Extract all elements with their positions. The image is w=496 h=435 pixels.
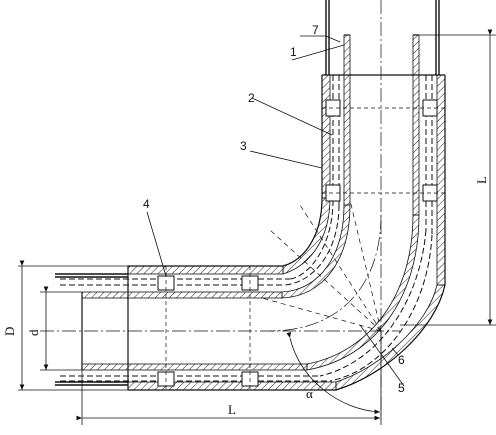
clamp-blocks — [157, 99, 438, 387]
label-part-4: 4 — [143, 197, 150, 211]
sleeve-wall-hatch — [127, 74, 446, 391]
label-part-3: 3 — [240, 139, 247, 153]
center-lines — [40, 0, 400, 420]
dim-inner-diameter: d — [26, 329, 41, 336]
dimension-labels: D d L L α — [2, 176, 489, 417]
main-pipe — [81, 34, 420, 371]
label-part-2: 2 — [248, 91, 255, 105]
dim-outer-diameter: D — [2, 327, 17, 336]
leader-lines — [146, 35, 405, 387]
label-part-7: 7 — [312, 23, 319, 37]
inner-dashed-lines — [60, 75, 433, 382]
label-part-5: 5 — [398, 381, 405, 395]
dimension-lines — [18, 29, 496, 425]
label-part-6: 6 — [398, 353, 405, 367]
dim-horizontal-length: L — [228, 402, 236, 417]
part-labels: 7 1 2 3 4 6 5 — [143, 23, 405, 395]
label-part-1: 1 — [290, 45, 297, 59]
dim-vertical-length: L — [474, 176, 489, 184]
dim-angle: α — [306, 386, 313, 401]
outer-casing — [127, 74, 446, 391]
